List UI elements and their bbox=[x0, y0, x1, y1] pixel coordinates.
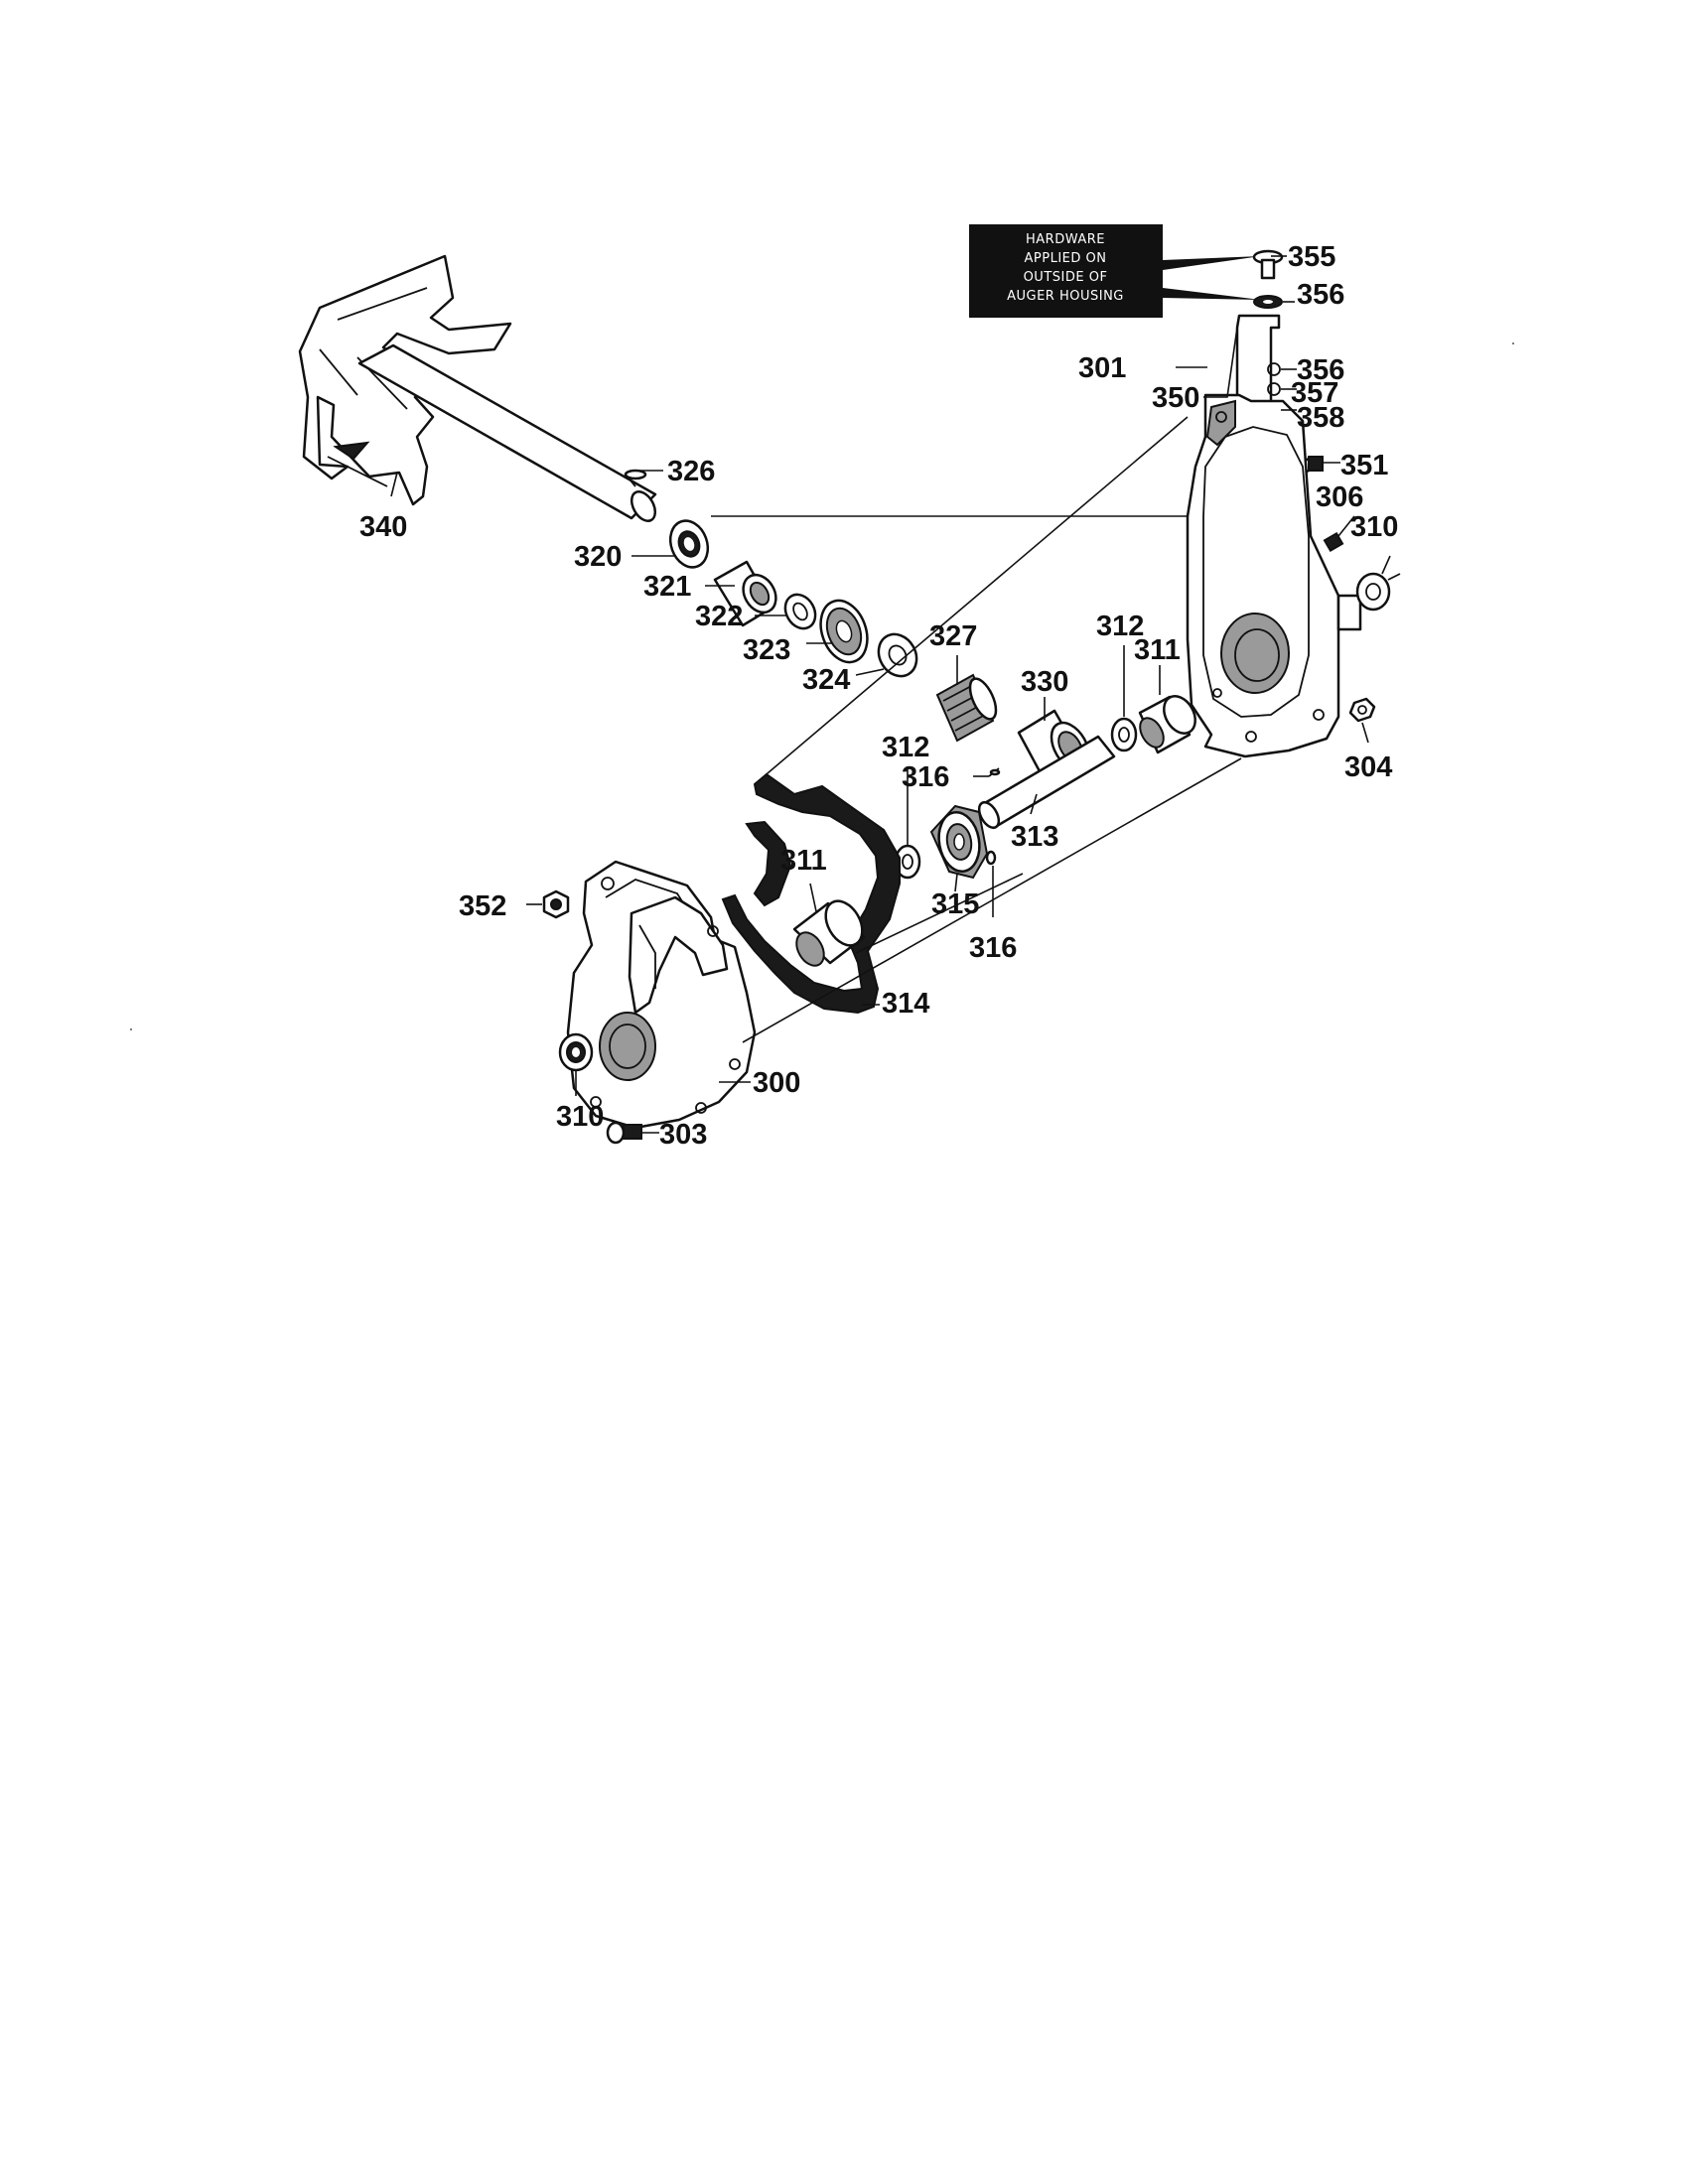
callout-314: 314 bbox=[882, 988, 929, 1020]
bearing-311-left bbox=[792, 899, 866, 967]
callout-355: 355 bbox=[1288, 241, 1335, 273]
callout-310-right: 310 bbox=[1350, 511, 1398, 543]
callout-316-upper: 316 bbox=[902, 761, 949, 793]
bolt-355 bbox=[1252, 249, 1284, 280]
auger-shaft bbox=[357, 343, 657, 522]
scan-speck bbox=[130, 1028, 132, 1030]
gearbox-housing-left-300 bbox=[566, 860, 757, 1130]
washer-322 bbox=[783, 593, 817, 630]
callout-330: 330 bbox=[1021, 666, 1068, 698]
bearing-310-right bbox=[1355, 572, 1401, 612]
nut-352 bbox=[542, 889, 570, 919]
hardware-note-box: HARDWARE APPLIED ON OUTSIDE OF AUGER HOU… bbox=[969, 224, 1261, 318]
callout-312-right: 312 bbox=[1096, 611, 1144, 642]
callout-326: 326 bbox=[667, 456, 715, 487]
callout-320: 320 bbox=[574, 541, 622, 573]
cotter-pin-326 bbox=[624, 469, 647, 487]
gasket-314 bbox=[721, 772, 901, 1015]
bearing-310-left bbox=[558, 1032, 594, 1072]
washer-324 bbox=[877, 632, 918, 678]
callout-340: 340 bbox=[359, 511, 407, 543]
note-arrow-to-355 bbox=[1163, 256, 1261, 270]
callout-301: 301 bbox=[1078, 352, 1126, 384]
thrust-washer-320 bbox=[668, 519, 710, 569]
callout-356-mid: 356 bbox=[1297, 354, 1344, 386]
callout-357: 357 bbox=[1291, 377, 1338, 409]
washer-356-top bbox=[1253, 295, 1283, 309]
screw-303 bbox=[606, 1121, 642, 1145]
nut-304 bbox=[1348, 697, 1376, 723]
scan-speck bbox=[1512, 342, 1514, 344]
callout-311-right: 311 bbox=[1134, 634, 1181, 666]
note-line-1: HARDWARE bbox=[1026, 232, 1105, 247]
thrust-washer-312-right bbox=[1110, 717, 1138, 752]
worm-gear-327 bbox=[935, 673, 998, 743]
callout-351: 351 bbox=[1340, 450, 1388, 481]
callout-306: 306 bbox=[1316, 481, 1363, 513]
set-screw-306 bbox=[1323, 531, 1344, 553]
key-316-lower bbox=[985, 850, 997, 866]
note-line-3: OUTSIDE OF bbox=[1024, 270, 1108, 285]
callout-322: 322 bbox=[695, 601, 743, 632]
callout-324: 324 bbox=[802, 664, 850, 696]
callout-316-lower: 316 bbox=[969, 932, 1017, 964]
callout-321: 321 bbox=[643, 571, 691, 603]
callout-303: 303 bbox=[659, 1119, 707, 1151]
washer-357 bbox=[1267, 382, 1281, 396]
bearing-311-right bbox=[1138, 695, 1196, 754]
callout-311-left: 311 bbox=[780, 845, 827, 877]
assembly-alignment-lines bbox=[711, 416, 1242, 1043]
note-arrow-to-356 bbox=[1163, 288, 1261, 300]
key-316-upper bbox=[988, 767, 1001, 777]
callout-310-left: 310 bbox=[556, 1101, 604, 1133]
callout-358: 358 bbox=[1297, 402, 1344, 434]
gear-shaft-313 bbox=[977, 735, 1116, 830]
callout-300: 300 bbox=[753, 1067, 800, 1099]
leader-lines bbox=[390, 255, 1391, 1134]
washer-356-mid bbox=[1267, 362, 1281, 376]
callout-304: 304 bbox=[1344, 751, 1392, 783]
thrust-bearing-323 bbox=[819, 599, 869, 664]
callout-356-top: 356 bbox=[1297, 279, 1344, 311]
spacer-321 bbox=[713, 560, 777, 627]
note-line-2: APPLIED ON bbox=[1025, 251, 1107, 266]
callout-350: 350 bbox=[1152, 382, 1199, 414]
callout-312-left: 312 bbox=[882, 732, 929, 763]
callout-315: 315 bbox=[931, 888, 979, 920]
callout-323: 323 bbox=[743, 634, 790, 666]
note-line-4: AUGER HOUSING bbox=[1007, 289, 1124, 304]
callout-352: 352 bbox=[459, 890, 506, 922]
callout-327: 327 bbox=[929, 620, 977, 652]
callout-313: 313 bbox=[1011, 821, 1058, 853]
spur-gear-315 bbox=[929, 804, 989, 880]
gearbox-housing-right-301 bbox=[1186, 393, 1362, 758]
